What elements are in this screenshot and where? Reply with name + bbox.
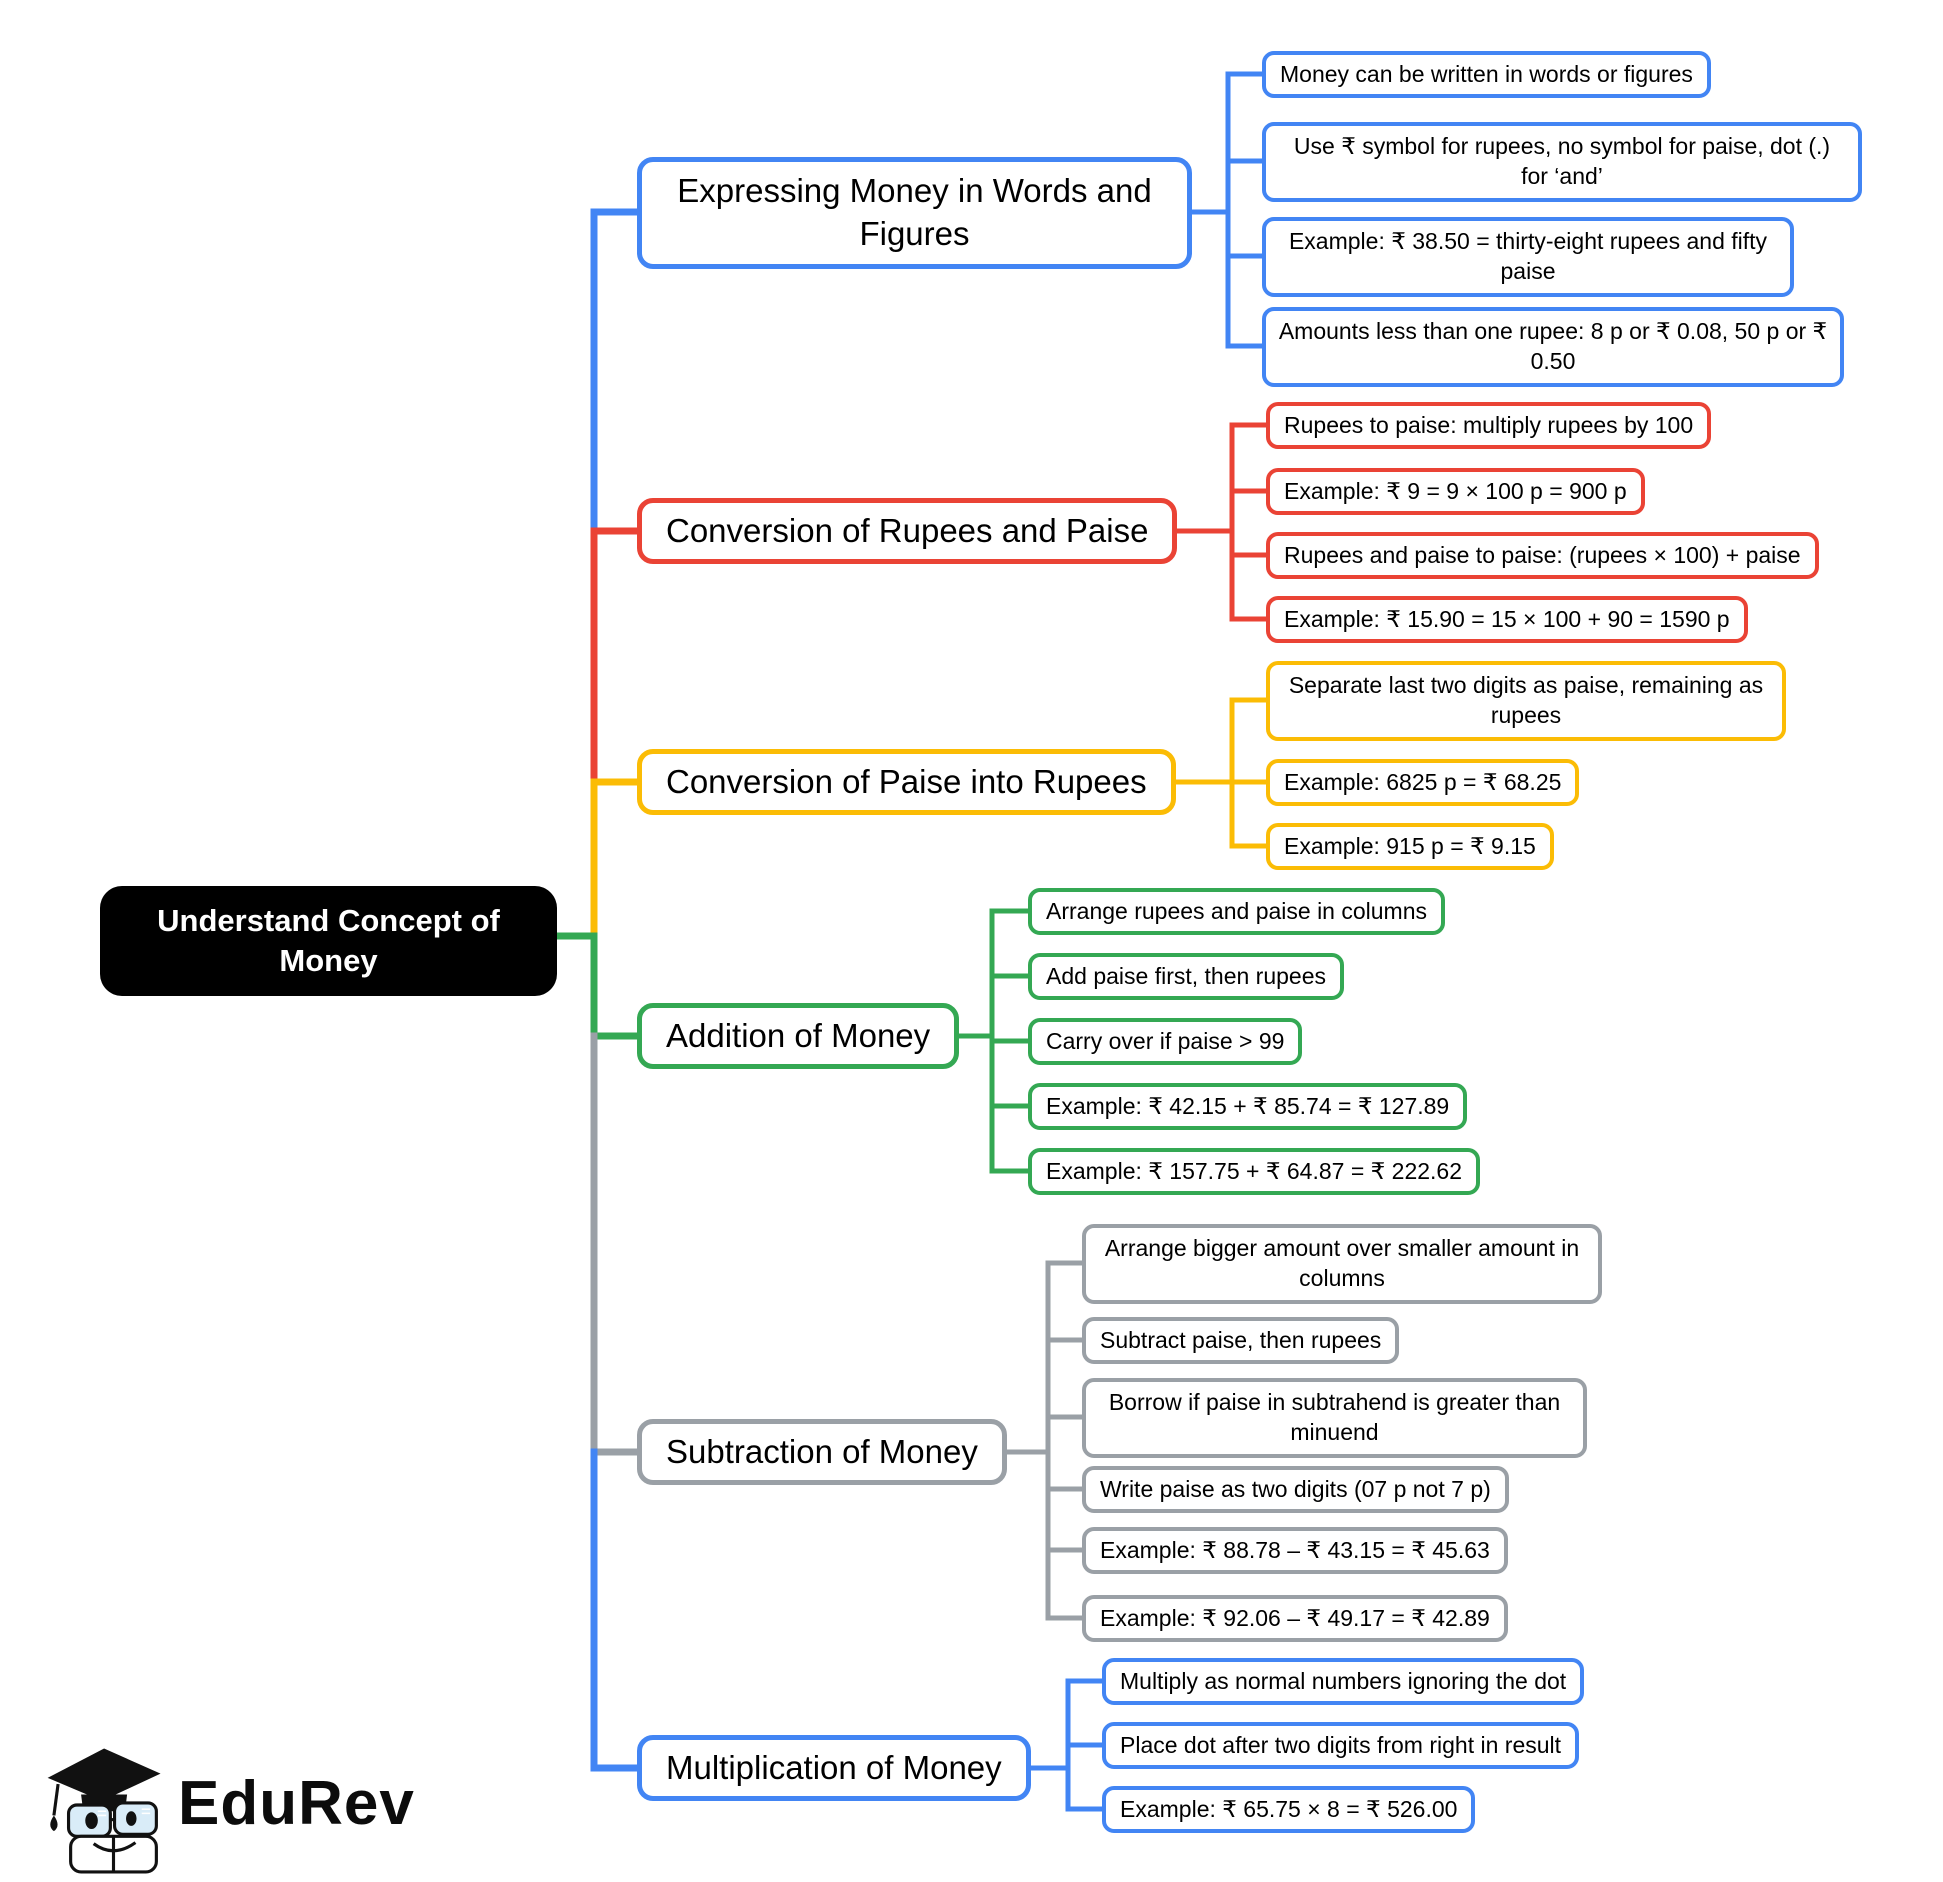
leaf-note: Multiply as normal numbers ignoring the …: [1102, 1658, 1585, 1705]
leaf-note: Money can be written in words or figures: [1262, 51, 1711, 98]
trunk-segment-6: [590, 1448, 694, 1772]
leaf-note: Amounts less than one rupee: 8 p or ₹ 0.…: [1262, 307, 1844, 387]
leaf-note: Example: ₹ 88.78 – ₹ 43.15 = ₹ 45.63: [1082, 1527, 1508, 1574]
edurev-brand-text: EduRev: [178, 1769, 415, 1838]
leaf-note: Example: ₹ 157.75 + ₹ 64.87 = ₹ 222.62: [1028, 1148, 1481, 1195]
leaf-note: Rupees to paise: multiply rupees by 100: [1266, 402, 1712, 449]
leaf-note: Example: ₹ 65.75 × 8 = ₹ 526.00: [1102, 1786, 1476, 1833]
branch-node-multiplication: Multiplication of Money: [637, 1735, 1031, 1801]
branch-node-subtraction: Subtraction of Money: [637, 1419, 1007, 1485]
edurev-logo-icon: [47, 1748, 161, 1874]
leaf-note: Example: ₹ 9 = 9 × 100 p = 900 p: [1266, 468, 1645, 515]
leaf-note: Example: ₹ 15.90 = 15 × 100 + 90 = 1590 …: [1266, 596, 1748, 643]
trunk-segment-2: [590, 527, 694, 786]
leaf-note: Example: 6825 p = ₹ 68.25: [1266, 759, 1580, 806]
leaf-note: Write paise as two digits (07 p not 7 p): [1082, 1466, 1509, 1513]
leaf-note: Example: ₹ 42.15 + ₹ 85.74 = ₹ 127.89: [1028, 1083, 1468, 1130]
trunk-segment-5: [590, 1032, 694, 1456]
leaf-note: Arrange bigger amount over smaller amoun…: [1082, 1224, 1602, 1304]
leaf-note: Borrow if paise in subtrahend is greater…: [1082, 1378, 1587, 1458]
leaf-note: Carry over if paise > 99: [1028, 1018, 1303, 1065]
leaf-note: Add paise first, then rupees: [1028, 953, 1344, 1000]
leaf-note: Place dot after two digits from right in…: [1102, 1722, 1580, 1769]
leaf-note: Arrange rupees and paise in columns: [1028, 888, 1446, 935]
leaf-note: Use ₹ symbol for rupees, no symbol for p…: [1262, 122, 1862, 202]
leaf-note: Example: ₹ 38.50 = thirty-eight rupees a…: [1262, 217, 1794, 297]
branch-node-expressing-money: Expressing Money in Words and Figures: [637, 157, 1192, 269]
branch-node-conversion-paise-rupees: Conversion of Paise into Rupees: [637, 749, 1176, 815]
leaf-note: Subtract paise, then rupees: [1082, 1317, 1400, 1364]
leaf-note: Separate last two digits as paise, remai…: [1266, 661, 1786, 741]
leaf-note: Rupees and paise to paise: (rupees × 100…: [1266, 532, 1819, 579]
root-node: Understand Concept of Money: [100, 886, 557, 996]
leaf-note: Example: ₹ 92.06 – ₹ 49.17 = ₹ 42.89: [1082, 1595, 1508, 1642]
branch-node-addition: Addition of Money: [637, 1003, 960, 1069]
branch-node-conversion-rupees-paise: Conversion of Rupees and Paise: [637, 498, 1178, 564]
leaf-note: Example: 915 p = ₹ 9.15: [1266, 823, 1554, 870]
